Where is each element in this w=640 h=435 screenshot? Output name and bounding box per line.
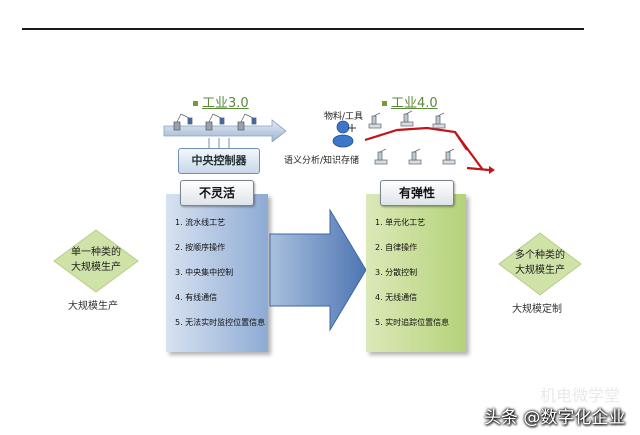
robot-arm-icon [173, 113, 193, 131]
right-diamond-shape [498, 232, 582, 296]
list-item: 4. 有线通信 [175, 293, 218, 302]
robot-cell-icon [368, 112, 382, 129]
transition-arrow-icon [269, 208, 367, 332]
inflexible-header: 不灵活 [180, 180, 254, 206]
left-caption: 大规模生产 [68, 301, 118, 312]
list-item: 2. 自律操作 [375, 243, 418, 252]
left-diamond-label: 单一种类的大规模生产 [71, 247, 121, 273]
watermark-text: 机电微学堂 [540, 386, 621, 405]
industry-4-title: 工业4.0 [382, 92, 438, 111]
flexible-panel: 有弹性 1. 单元化工艺 2. 自律操作 3. 分散控制 4. 无线通信 5. … [366, 180, 466, 352]
robot-cell-icon [432, 112, 446, 129]
robot-cell-icon [400, 110, 414, 127]
robot-cell-icon [442, 148, 456, 165]
brand-watermark: 头条 @数字化企业 [484, 408, 626, 428]
flexible-list: 1. 单元化工艺 2. 自律操作 3. 分散控制 4. 无线通信 5. 实时追踪… [375, 218, 449, 343]
robot-arm-icon [205, 113, 225, 131]
flexible-header: 有弹性 [380, 180, 454, 206]
right-diamond-label: 多个种类的大规模生产 [515, 250, 565, 276]
left-diamond-shape [53, 229, 139, 293]
arrowhead-icon [489, 166, 495, 174]
bullet-square-icon [193, 101, 198, 106]
flexible-cells-40-illustration [364, 110, 495, 174]
list-item: 1. 单元化工艺 [375, 218, 426, 227]
robot-cell-icon [374, 148, 388, 165]
conveyor-arrow-icon [163, 119, 287, 142]
inflexible-panel: 不灵活 1. 流水线工艺 2. 按顺序操作 3. 中央集中控制 4. 有线通信 … [166, 180, 268, 352]
central-controller-box: 中央控制器 [178, 148, 260, 174]
list-item: 2. 按顺序操作 [175, 243, 226, 252]
assembly-line-30-illustration [163, 113, 287, 142]
industry-3-title: 工业3.0 [193, 92, 249, 111]
top-rule [22, 28, 584, 30]
list-item: 4. 无线通信 [375, 293, 418, 302]
robot-arm-icon [237, 113, 257, 131]
right-caption: 大规模定制 [512, 304, 562, 315]
red-flow-path [364, 126, 490, 172]
list-item: 3. 中央集中控制 [175, 268, 234, 277]
bullet-square-icon [382, 101, 387, 106]
list-item: 5. 实时追踪位置信息 [375, 318, 450, 327]
list-item: 1. 流水线工艺 [175, 218, 226, 227]
person-icon [332, 120, 356, 148]
list-item: 3. 分散控制 [375, 268, 418, 277]
list-item: 5. 无法实时监控位置信息 [175, 318, 266, 327]
semantic-storage-label: 语义分析/知识存储 [284, 156, 360, 166]
robot-cell-icon [408, 148, 422, 165]
materials-tools-label: 物料/工具 [324, 112, 364, 122]
inflexible-list: 1. 流水线工艺 2. 按顺序操作 3. 中央集中控制 4. 有线通信 5. 无… [175, 218, 265, 343]
